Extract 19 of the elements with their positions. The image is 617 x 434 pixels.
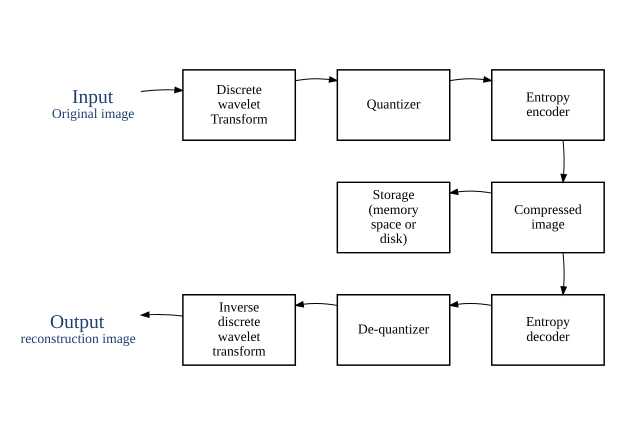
arrow xyxy=(295,76,339,82)
node-text: Output reconstruction image xyxy=(20,311,136,346)
arrow xyxy=(560,139,568,184)
arrow xyxy=(448,300,492,308)
node-box: Compressed image xyxy=(491,181,605,253)
node-text: Input Original image xyxy=(52,86,134,120)
arrow xyxy=(449,76,494,82)
node-box: Entropy encoder xyxy=(491,68,605,141)
node-box: Storage (memory space or disk) xyxy=(336,181,450,253)
node-box: Quantizer xyxy=(336,68,450,141)
node-box: Entropy decoder xyxy=(491,293,605,366)
arrow xyxy=(560,252,568,296)
arrow xyxy=(140,310,184,318)
node-box: Inverse discrete wavelet transform xyxy=(182,293,296,366)
arrow xyxy=(294,300,338,308)
node-box: De-quantizer xyxy=(336,293,450,366)
arrow xyxy=(448,188,492,195)
arrow xyxy=(140,86,184,93)
node-box: Discrete wavelet Transform xyxy=(182,68,296,141)
